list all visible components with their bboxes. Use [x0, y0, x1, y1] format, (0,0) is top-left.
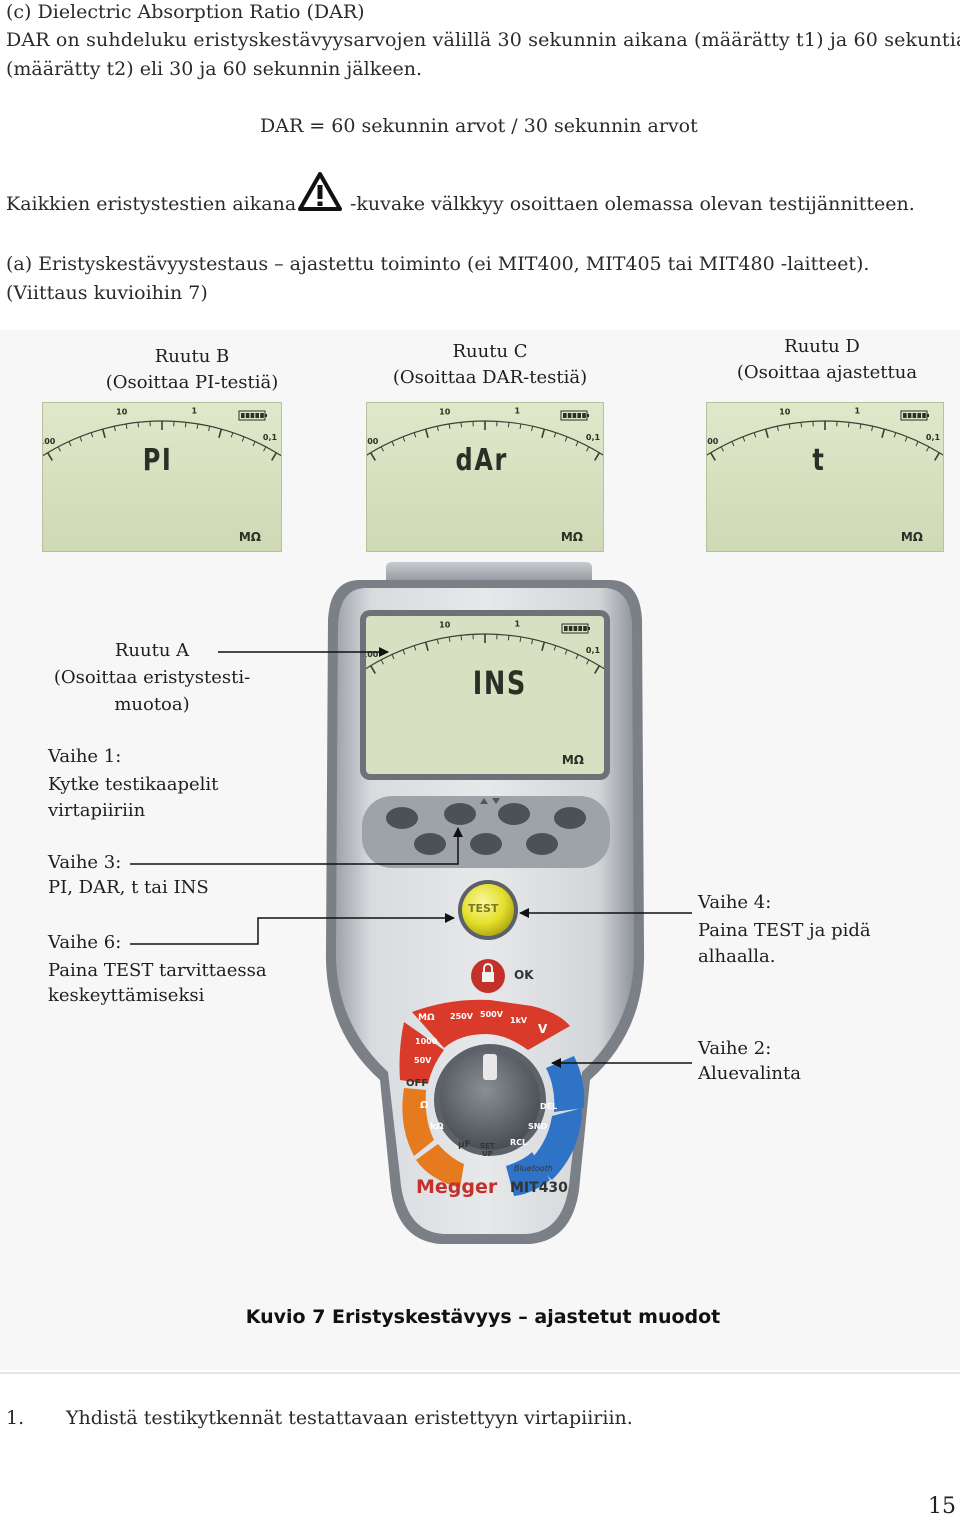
- scale-label-10: 10: [116, 408, 128, 417]
- step-3-title: Vaihe 3:: [48, 852, 122, 873]
- scale-label-0-1: 0,1: [926, 433, 941, 442]
- scale-label-10: 10: [779, 408, 791, 417]
- page-number: 15: [928, 1494, 956, 1519]
- warning-text-after: -kuvake välkkyy osoittaen olemassa oleva…: [350, 193, 915, 215]
- paragraph-line-2: (määrätty t2) eli 30 ja 60 sekunnin jälk…: [6, 58, 422, 80]
- figure-caption: Kuvio 7 Eristyskestävyys – ajastetut muo…: [245, 1306, 721, 1328]
- step-2-line-1: Aluevalinta: [698, 1063, 801, 1084]
- dial-del: DEL: [540, 1102, 558, 1111]
- step-2-title: Vaihe 2:: [698, 1038, 772, 1059]
- scale-label-0-1: 0,1: [263, 433, 278, 442]
- step-6-line-2: keskeyttämiseksi: [48, 985, 205, 1006]
- lcd-mode-text: t: [812, 443, 824, 478]
- unit-label: MΩ: [562, 753, 584, 767]
- step-4-line-1: Paina TEST ja pidä: [698, 920, 871, 941]
- bluetooth-label: Bluetooth: [514, 1164, 553, 1173]
- screen-d-title: Ruutu D: [784, 336, 860, 357]
- dar-formula: DAR = 60 sekunnin arvot / 30 sekunnin ar…: [260, 115, 698, 137]
- step-1-line-2: virtapiiriin: [48, 800, 146, 821]
- lcd-screen-b: 1001010,1G1∞0MΩ PI: [0, 402, 359, 552]
- lcd-mode-text: INS: [472, 664, 527, 702]
- screen-a-desc-line-1: (Osoittaa eristystesti-: [53, 667, 251, 688]
- paragraph-line-1: DAR on suhdeluku eristyskestävyysarvojen…: [6, 29, 960, 51]
- warning-text-before: Kaikkien eristystestien aikana: [6, 193, 297, 215]
- model-label: MIT430: [510, 1180, 568, 1196]
- dial-v: V: [538, 1022, 548, 1036]
- dial-off: OFF: [406, 1078, 429, 1089]
- brand-logo: Megger: [416, 1176, 498, 1198]
- step-1-title: Vaihe 1:: [48, 746, 122, 767]
- step-1-line-1: Kytke testikaapelit: [48, 774, 219, 795]
- lcd-mode-text: PI: [142, 443, 173, 478]
- scale-label-10: 10: [439, 408, 451, 417]
- scale-label-10: 10: [439, 621, 451, 630]
- lcd-screen-c: 1001010,1G1∞0MΩ dAr: [284, 402, 682, 555]
- screen-b-desc: (Osoittaa PI-testiä): [105, 372, 279, 392]
- list-number: 1.: [6, 1407, 25, 1429]
- screen-a-desc-line-2: muotoa): [114, 694, 190, 715]
- scale-label-1: 1: [854, 406, 860, 415]
- dial-rcl: RCL: [510, 1138, 528, 1147]
- scale-label-0-1: 0,1: [586, 646, 601, 655]
- megger-device: TEST OK MΩ 250V 500V 1kV V 1000 50V OFF …: [320, 560, 650, 1250]
- dial-snd: SND: [528, 1122, 548, 1131]
- dial-uf: μF: [458, 1140, 471, 1150]
- dial-setup-2: UP: [482, 1150, 493, 1158]
- unit-label: MΩ: [561, 530, 583, 544]
- step-6-line-1: Paina TEST tarvittaessa: [48, 960, 267, 981]
- scale-label-0-1: 0,1: [586, 433, 601, 442]
- screen-c-title: Ruutu C: [452, 341, 528, 362]
- ok-label: OK: [514, 968, 534, 982]
- list-text: Yhdistä testikytkennät testattavaan eris…: [66, 1407, 633, 1429]
- warning-triangle-icon: [298, 172, 342, 212]
- dial-setup-1: SET: [480, 1142, 495, 1150]
- screen-b-title: Ruutu B: [154, 346, 230, 367]
- dial-500v: 500V: [480, 1010, 503, 1019]
- scale-label-1: 1: [514, 406, 520, 415]
- unit-label: MΩ: [901, 530, 923, 544]
- scale-label-100: 100: [43, 437, 56, 446]
- dial-50v: 50V: [414, 1056, 432, 1065]
- step-4-line-2: alhaalla.: [698, 946, 776, 967]
- figure-reference: (Viittaus kuvioihin 7): [6, 282, 208, 304]
- scale-label-100: 100: [707, 437, 719, 446]
- step-6-title: Vaihe 6:: [48, 932, 122, 953]
- section-heading: (c) Dielectric Absorption Ratio (DAR): [6, 1, 365, 23]
- dial-mohm: MΩ: [418, 1013, 435, 1023]
- unit-label: MΩ: [239, 530, 261, 544]
- scale-label-1: 1: [191, 406, 197, 415]
- step-3-line-1: PI, DAR, t tai INS: [48, 877, 209, 898]
- sub-heading: (a) Eristyskestävyystestaus – ajastettu …: [6, 253, 870, 275]
- dial-1000: 1000: [415, 1037, 438, 1046]
- dial-ohm: Ω: [420, 1100, 429, 1111]
- dial-1kv: 1kV: [510, 1016, 528, 1025]
- scale-label-100: 100: [367, 437, 379, 446]
- screen-d-desc: (Osoittaa ajastettua: [736, 362, 918, 383]
- dial-250v: 250V: [450, 1012, 473, 1021]
- screen-a-title: Ruutu A: [114, 640, 190, 661]
- scale-label-1: 1: [514, 619, 520, 628]
- step-4-title: Vaihe 4:: [698, 892, 772, 913]
- lcd-mode-text: dAr: [455, 443, 508, 478]
- figure-bottom-rule: [0, 1372, 960, 1374]
- dial-kohm: kΩ: [430, 1122, 444, 1132]
- test-button-label[interactable]: TEST: [468, 902, 499, 915]
- screen-c-desc: (Osoittaa DAR-testiä): [392, 367, 588, 388]
- scale-label-100: 100: [366, 650, 379, 659]
